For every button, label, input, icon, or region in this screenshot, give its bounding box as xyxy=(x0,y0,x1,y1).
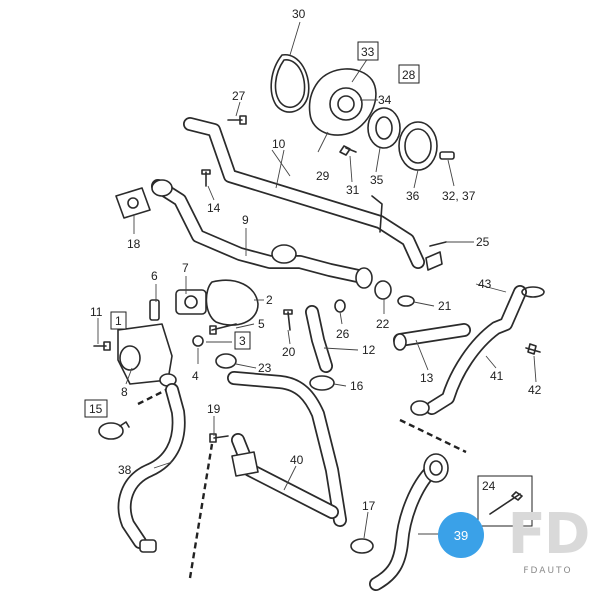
sensor-25 xyxy=(425,241,447,271)
washer-4 xyxy=(192,335,204,347)
callout-11: 11 xyxy=(90,305,103,319)
detail-box-24 xyxy=(477,475,533,527)
coolant-housing-1 xyxy=(117,323,177,387)
callout-18: 18 xyxy=(127,237,141,251)
pump-pulley-hub xyxy=(367,107,401,149)
callout-25: 25 xyxy=(476,235,490,249)
callout-27: 27 xyxy=(232,89,246,103)
callout-31: 31 xyxy=(346,183,360,197)
callout-box-3 xyxy=(234,331,251,350)
o-ring-22 xyxy=(374,280,392,300)
o-ring-43 xyxy=(521,286,545,298)
callout-36: 36 xyxy=(406,189,420,203)
callout-30: 30 xyxy=(292,7,306,21)
bolt-11 xyxy=(93,341,111,351)
pump-pulley xyxy=(398,121,438,171)
pump-gasket xyxy=(270,54,310,113)
callout-43: 43 xyxy=(478,277,492,291)
callout-3: 3 xyxy=(239,334,246,348)
pipe-13 xyxy=(393,323,471,351)
callout-1: 1 xyxy=(115,314,122,328)
hose-39 xyxy=(369,453,449,591)
callout-15: 15 xyxy=(89,402,103,416)
bolt-42 xyxy=(525,343,541,355)
callout-39: 39 xyxy=(453,527,469,543)
thermostat-6 xyxy=(149,299,160,321)
callout-29: 29 xyxy=(316,169,330,183)
clamp-15 xyxy=(98,421,130,440)
hose-40-upper xyxy=(227,371,347,527)
pump-stud xyxy=(439,151,455,160)
hose-38 xyxy=(117,383,186,553)
flange-gasket-18 xyxy=(115,187,151,219)
leader-lines xyxy=(97,21,537,539)
callout-33: 33 xyxy=(361,45,375,59)
callout-13: 13 xyxy=(420,371,434,385)
callout-28: 28 xyxy=(402,68,416,82)
callout-box-33 xyxy=(357,41,379,61)
callout-16: 16 xyxy=(350,379,364,393)
o-ring-26 xyxy=(334,299,346,313)
callout-17: 17 xyxy=(362,499,376,513)
coolant-pipe-9 xyxy=(151,179,373,289)
clamp-23 xyxy=(215,353,237,369)
callout-26: 26 xyxy=(336,327,350,341)
callout-19: 19 xyxy=(207,402,221,416)
callout-9: 9 xyxy=(242,213,249,227)
callout-40: 40 xyxy=(290,453,304,467)
callout-38: 38 xyxy=(118,463,132,477)
callout-35: 35 xyxy=(370,173,384,187)
callout-12: 12 xyxy=(362,343,376,357)
callout-box-15 xyxy=(84,399,108,418)
clamp-17 xyxy=(350,538,374,554)
coolant-pipe-10 xyxy=(183,117,425,269)
callout-6: 6 xyxy=(151,269,158,283)
callout-4: 4 xyxy=(192,369,199,383)
callout-39-highlight[interactable]: 39 xyxy=(438,512,484,558)
callout-20: 20 xyxy=(282,345,296,359)
callout-box-1 xyxy=(110,311,127,330)
hose-12 xyxy=(305,305,333,373)
thermostat-housing-7 xyxy=(175,289,207,315)
bolt-14 xyxy=(201,169,211,187)
bolt-19 xyxy=(209,433,229,443)
pipe-40 xyxy=(231,433,339,519)
callout-box-28 xyxy=(398,64,420,84)
o-ring-21 xyxy=(397,295,415,307)
callout-2: 2 xyxy=(266,293,273,307)
callout-41: 41 xyxy=(490,369,504,383)
housing-gasket-2 xyxy=(205,279,259,326)
callout-42: 42 xyxy=(528,383,542,397)
clamp-16 xyxy=(309,375,335,391)
water-pump xyxy=(308,68,377,136)
upper-bolt-27 xyxy=(227,115,247,125)
callout-7: 7 xyxy=(182,261,189,275)
callout-32-37: 32, 37 xyxy=(442,189,476,203)
watermark-logo: FD xyxy=(507,502,591,567)
callout-8: 8 xyxy=(121,385,128,399)
sensor-5 xyxy=(209,323,237,335)
callout-23: 23 xyxy=(258,361,272,375)
callout-34: 34 xyxy=(378,93,392,107)
hose-41 xyxy=(410,285,527,416)
callout-21: 21 xyxy=(438,299,452,313)
watermark-brand: FDAUTO xyxy=(523,566,573,576)
bolt-20 xyxy=(283,309,293,331)
callout-14: 14 xyxy=(207,201,221,215)
callout-22: 22 xyxy=(376,317,390,331)
callout-5: 5 xyxy=(258,317,265,331)
pump-bolt xyxy=(339,145,357,156)
callout-labels: 30 33 28 34 27 10 29 31 35 36 32, 37 14 … xyxy=(89,7,542,513)
callout-24: 24 xyxy=(482,479,496,493)
callout-10: 10 xyxy=(272,137,286,151)
